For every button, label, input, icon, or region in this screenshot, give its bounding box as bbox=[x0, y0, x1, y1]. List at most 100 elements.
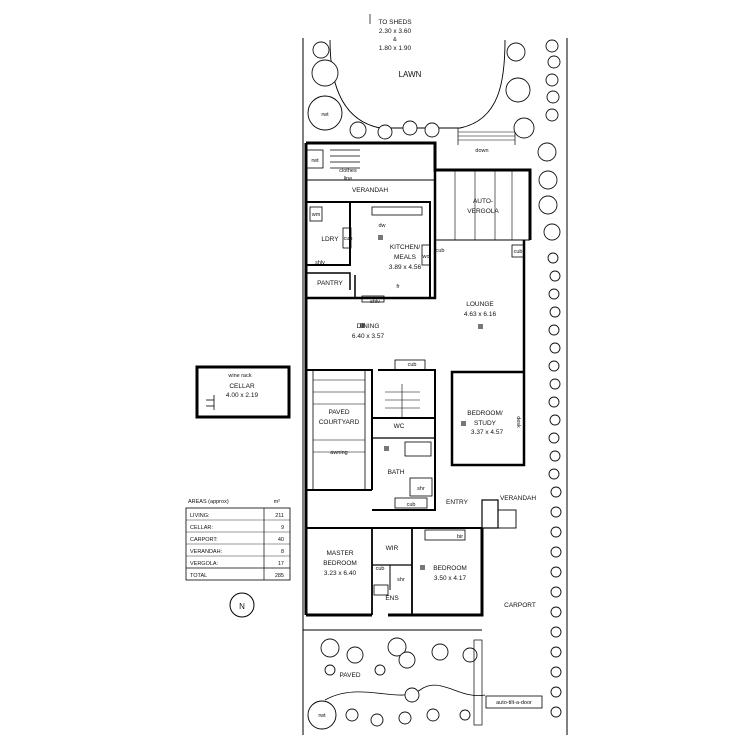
entry-label: ENTRY bbox=[446, 499, 469, 506]
tree-icon bbox=[377, 124, 393, 140]
total-value: 285 bbox=[275, 573, 284, 579]
dining-label: DINING bbox=[357, 323, 380, 330]
bedroom-study-dimension: 3.37 x 4.57 bbox=[471, 429, 504, 436]
bath-block-walls bbox=[372, 359, 436, 511]
kitchen-laundry-walls bbox=[306, 201, 525, 303]
rwt-label: rwt bbox=[311, 158, 319, 164]
lounge-label: LOUNGE bbox=[466, 301, 494, 308]
tree-icon bbox=[349, 121, 367, 139]
garage-door-label: auto-tilt-a-door bbox=[496, 700, 532, 706]
entry-steps bbox=[481, 499, 517, 529]
total-label: TOTAL bbox=[190, 573, 207, 579]
courtyard-walls bbox=[306, 369, 373, 491]
front-garden bbox=[303, 629, 543, 730]
tree-icon bbox=[402, 120, 418, 136]
tree-icon bbox=[545, 108, 559, 122]
laundry-label: LDRY bbox=[321, 236, 339, 243]
tree-icon bbox=[546, 90, 560, 104]
clothes-line-label: clothes bbox=[339, 168, 357, 174]
areas-unit: m² bbox=[274, 499, 281, 505]
marker bbox=[420, 565, 425, 570]
lot-boundary bbox=[302, 38, 568, 735]
master-bedroom-label-2: BEDROOM bbox=[323, 560, 357, 567]
courtyard-label: PAVED bbox=[328, 409, 349, 416]
bedroom-study-label: BEDROOM/ bbox=[467, 410, 503, 417]
shed-dimension-1: 2.30 x 3.60 bbox=[379, 28, 412, 35]
bedroom-walls bbox=[306, 527, 482, 615]
cub-label: cub bbox=[344, 236, 353, 242]
shelves-label: shlv bbox=[370, 299, 380, 305]
cub-label: cub bbox=[436, 248, 445, 254]
wm-label: wm bbox=[311, 212, 321, 218]
rainwater-tank bbox=[307, 95, 343, 131]
master-bedroom-dimension: 3.23 x 6.40 bbox=[324, 570, 357, 577]
tree-icon bbox=[547, 55, 561, 69]
marker bbox=[360, 323, 365, 328]
paved-label: PAVED bbox=[339, 672, 360, 679]
area-label: CARPORT: bbox=[190, 537, 218, 543]
area-value: 8 bbox=[281, 549, 284, 555]
bath-label: BATH bbox=[388, 469, 405, 476]
dining-dimension: 6.40 x 3.57 bbox=[352, 333, 385, 340]
area-value: 9 bbox=[281, 525, 284, 531]
compass-label: N bbox=[239, 602, 245, 611]
lounge-dimension: 4.63 x 6.16 bbox=[464, 311, 497, 318]
marker bbox=[378, 235, 383, 240]
shed-ampersand: & bbox=[393, 37, 397, 43]
master-bedroom-label: MASTER bbox=[326, 550, 353, 557]
to-sheds-label: TO SHEDS bbox=[378, 19, 412, 26]
rainwater-tank bbox=[307, 700, 337, 730]
rear-verandah-label: VERANDAH bbox=[352, 187, 388, 194]
marker bbox=[461, 421, 466, 426]
tree-icon bbox=[506, 42, 526, 62]
tree-icon bbox=[545, 73, 559, 87]
cellar-box: wine rack CELLAR 4.00 x 2.19 bbox=[195, 365, 291, 419]
auto-vergola-label: AUTO- bbox=[473, 198, 493, 205]
kitchen-dimension: 3.89 x 4.56 bbox=[389, 264, 422, 271]
awning-label: awning bbox=[330, 450, 347, 456]
side-hedge bbox=[537, 142, 562, 718]
tree-icon bbox=[545, 39, 559, 53]
area-label: LIVING: bbox=[190, 513, 210, 519]
area-label: CELLAR: bbox=[190, 525, 213, 531]
dw-label: dw bbox=[378, 223, 385, 229]
shower-label: shr bbox=[397, 577, 405, 583]
shower-label: shr bbox=[417, 486, 425, 492]
tree-icon bbox=[424, 122, 440, 138]
areas-title: AREAS (approx) bbox=[188, 499, 229, 505]
rwt-label: rwt bbox=[321, 112, 329, 118]
shelves-label: shlv bbox=[315, 260, 325, 266]
cub-label: cub bbox=[408, 362, 417, 368]
tree-icon bbox=[513, 117, 535, 139]
vergola-lines bbox=[435, 170, 530, 241]
kitchen-label: KITCHEN/ bbox=[390, 244, 421, 251]
tree-icon bbox=[505, 77, 531, 103]
cellar-dimension: 4.00 x 2.19 bbox=[226, 392, 259, 399]
pantry-label: PANTRY bbox=[317, 280, 343, 287]
desk-label: desk bbox=[515, 416, 521, 428]
courtyard-label-2: COURTYARD bbox=[319, 419, 360, 426]
area-label: VERGOLA: bbox=[190, 561, 219, 567]
areas-table: AREAS (approx) m² LIVING: 211 CELLAR: 9 … bbox=[185, 499, 291, 581]
shed-dimension-2: 1.80 x 1.90 bbox=[379, 45, 412, 52]
cub-label: cub bbox=[376, 566, 385, 572]
wo-label: wo bbox=[421, 254, 429, 260]
area-label: VERANDAH: bbox=[190, 549, 223, 555]
steps bbox=[457, 128, 516, 145]
bedroom-study-label-2: STUDY bbox=[474, 420, 497, 427]
ensuite-label: ENS bbox=[385, 595, 399, 602]
clothes-line bbox=[306, 149, 360, 169]
cub-label: cub bbox=[407, 502, 416, 508]
down-label: down bbox=[475, 148, 488, 154]
tree-icon bbox=[312, 41, 330, 59]
fridge-label: fr bbox=[396, 284, 400, 290]
marker bbox=[478, 324, 483, 329]
wir-label: WIR bbox=[386, 545, 399, 552]
marker bbox=[384, 446, 389, 451]
bir-label: bir bbox=[457, 534, 463, 540]
rwt-label: rwt bbox=[318, 713, 326, 719]
carport-label: CARPORT bbox=[504, 602, 536, 609]
area-value: 40 bbox=[278, 537, 284, 543]
tree-icon bbox=[311, 59, 339, 87]
cellar-label: CELLAR bbox=[229, 383, 255, 390]
